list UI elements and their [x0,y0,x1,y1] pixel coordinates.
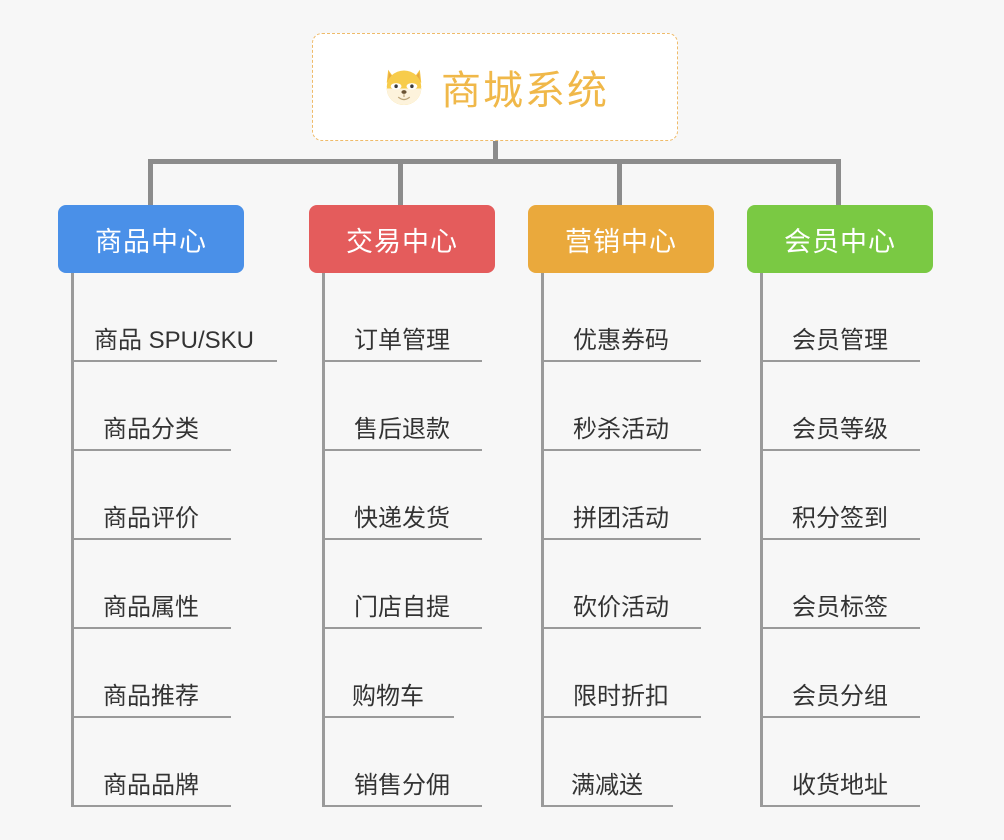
root-node-title: 商城系统 [441,69,609,113]
connector-horizontal-bus [150,159,841,164]
leaf-item-3-5[interactable]: 限时折扣 [541,629,701,718]
root-node-shopping-mall-system[interactable]: 商城系统 [312,33,678,141]
leaf-label: 优惠券码 [573,326,669,354]
leaf-item-1-4[interactable]: 商品属性 [71,540,231,629]
leaf-label: 会员标签 [792,593,888,621]
leaf-label: 订单管理 [354,326,450,354]
leaf-item-2-4[interactable]: 门店自提 [322,540,482,629]
leaf-label: 商品评价 [103,504,199,532]
leaf-label: 商品推荐 [103,682,199,710]
branch-spine-4 [760,273,763,807]
leaf-label: 拼团活动 [573,504,669,532]
leaf-item-4-3[interactable]: 积分签到 [760,451,920,540]
connector-drop-branch-4 [836,159,841,207]
branch-header-3[interactable]: 营销中心 [528,205,714,273]
leaf-item-1-1[interactable]: 商品 SPU/SKU [71,273,277,362]
leaf-label: 砍价活动 [573,593,669,621]
branch-header-1[interactable]: 商品中心 [58,205,244,273]
leaf-label: 满减送 [571,771,643,799]
leaf-label: 商品 SPU/SKU [93,326,255,354]
leaf-label: 快递发货 [354,504,450,532]
connector-drop-branch-3 [617,159,622,207]
branch-header-4[interactable]: 会员中心 [747,205,933,273]
leaf-label: 收货地址 [792,771,888,799]
branch-header-2[interactable]: 交易中心 [309,205,495,273]
leaf-item-2-6[interactable]: 销售分佣 [322,718,482,807]
leaf-label: 销售分佣 [354,771,450,799]
branch-header-2-label: 交易中心 [346,226,458,257]
leaf-item-1-2[interactable]: 商品分类 [71,362,231,451]
leaf-label: 积分签到 [792,504,888,532]
leaf-item-2-2[interactable]: 售后退款 [322,362,482,451]
branch-header-1-label: 商品中心 [95,226,207,257]
leaf-item-3-2[interactable]: 秒杀活动 [541,362,701,451]
leaf-item-2-3[interactable]: 快递发货 [322,451,482,540]
leaf-item-3-1[interactable]: 优惠券码 [541,273,701,362]
leaf-label: 商品属性 [103,593,199,621]
leaf-item-3-4[interactable]: 砍价活动 [541,540,701,629]
leaf-item-4-5[interactable]: 会员分组 [760,629,920,718]
leaf-label: 购物车 [352,682,424,710]
branch-spine-2 [322,273,325,807]
branch-header-3-label: 营销中心 [565,226,677,257]
leaf-item-2-1[interactable]: 订单管理 [322,273,482,362]
branch-header-4-label: 会员中心 [784,226,896,257]
leaf-label: 商品分类 [103,415,199,443]
connector-drop-branch-2 [398,159,403,207]
leaf-item-3-3[interactable]: 拼团活动 [541,451,701,540]
connector-root-stem [493,141,498,163]
leaf-label: 会员管理 [792,326,888,354]
leaf-label: 会员等级 [792,415,888,443]
leaf-label: 售后退款 [354,415,450,443]
leaf-item-4-2[interactable]: 会员等级 [760,362,920,451]
leaf-item-4-6[interactable]: 收货地址 [760,718,920,807]
branch-spine-3 [541,273,544,807]
leaf-label: 会员分组 [792,682,888,710]
leaf-item-4-4[interactable]: 会员标签 [760,540,920,629]
leaf-label: 商品品牌 [103,771,199,799]
leaf-item-4-1[interactable]: 会员管理 [760,273,920,362]
leaf-item-2-5[interactable]: 购物车 [322,629,454,718]
leaf-item-1-5[interactable]: 商品推荐 [71,629,231,718]
leaf-label: 限时折扣 [573,682,669,710]
leaf-item-1-6[interactable]: 商品品牌 [71,718,231,807]
leaf-item-1-3[interactable]: 商品评价 [71,451,231,540]
leaf-label: 门店自提 [354,593,450,621]
leaf-label: 秒杀活动 [573,415,669,443]
shiba-dog-face-icon [381,64,427,110]
branch-spine-1 [71,273,74,807]
leaf-item-3-6[interactable]: 满减送 [541,718,673,807]
connector-drop-branch-1 [148,159,153,207]
